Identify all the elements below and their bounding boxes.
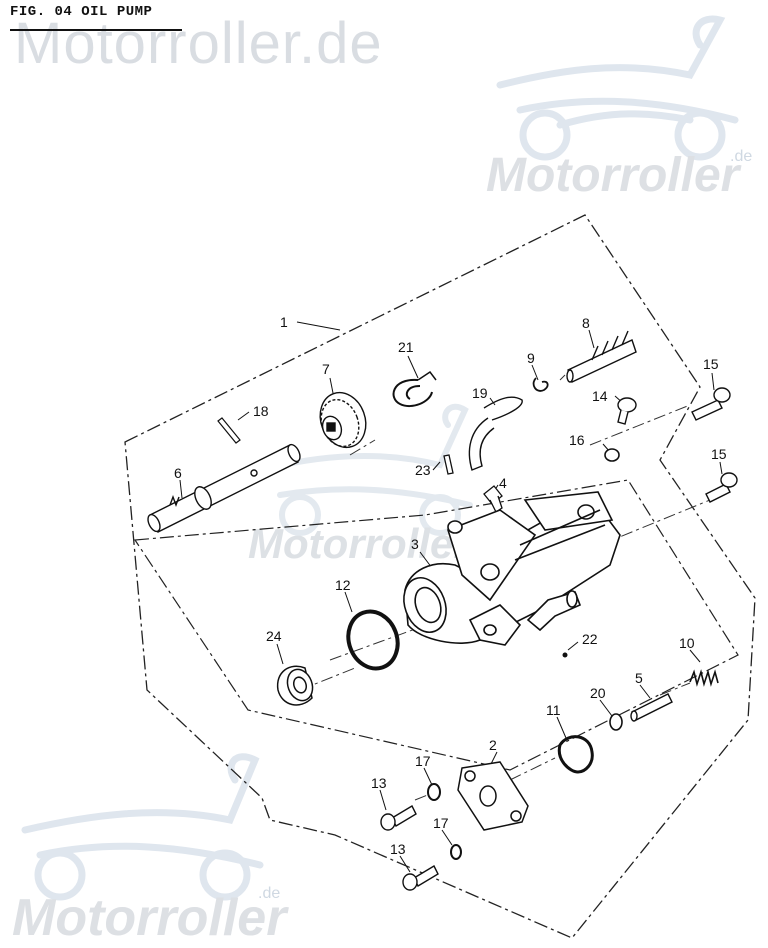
callout-22: 22: [582, 631, 598, 647]
leader-12: [344, 591, 353, 613]
callout-3: 3: [411, 536, 419, 552]
callout-1: 1: [280, 314, 288, 330]
leader-23: [432, 461, 441, 471]
callout-13-lower: 13: [390, 841, 406, 857]
part-clip: [532, 377, 549, 392]
part-bolt-lower: [705, 472, 738, 503]
figure-title: FIG. 04 OIL PUMP: [10, 4, 153, 20]
part-bolt-upper: [691, 387, 731, 421]
leader-20: [599, 699, 613, 717]
part-ball: [562, 652, 568, 658]
assembly-outline-outer: [124, 214, 756, 939]
callout-6: 6: [174, 465, 182, 481]
leader-13b: [399, 855, 411, 873]
axis-bolt-lower: [599, 499, 711, 546]
part-worm-shaft: [566, 330, 637, 383]
part-lock-washer-upper: [427, 783, 441, 801]
leader-22: [567, 641, 579, 651]
part-dowel-pin: [443, 454, 454, 475]
part-pin: [217, 417, 241, 444]
part-screw-upper: [380, 805, 417, 831]
callout-18: 18: [253, 403, 269, 419]
watermark-de-right: .de: [730, 148, 753, 165]
part-hose: [468, 396, 523, 471]
callout-21: 21: [398, 339, 414, 355]
callout-13-upper: 13: [371, 775, 387, 791]
part-cover-gasket: [557, 735, 594, 774]
callout-19: 19: [472, 385, 488, 401]
part-o-ring: [346, 609, 400, 671]
part-plunger: [630, 693, 673, 722]
assembly-outline-inner: [133, 479, 739, 771]
leader-5: [639, 684, 651, 699]
leader-17a: [423, 767, 433, 786]
leader-19: [489, 397, 496, 406]
part-circlip-tab: [417, 370, 437, 381]
part-screw-lower: [402, 865, 439, 891]
callout-15-upper: 15: [703, 356, 719, 372]
figure-title-underline: [10, 29, 182, 31]
watermark-scooter-bottom-left: [21, 753, 264, 901]
leader-21: [407, 355, 419, 379]
callout-7: 7: [322, 361, 330, 377]
callout-8: 8: [582, 315, 590, 331]
callout-labels: 1 2 3 4 5 6 7 8 9 10 11 12 13 13 14 15 1…: [174, 314, 727, 857]
part-cover-plate: [457, 761, 529, 831]
callout-9: 9: [527, 350, 535, 366]
part-bleed-screw: [617, 397, 637, 425]
callout-5: 5: [635, 670, 643, 686]
leader-11: [556, 716, 567, 739]
watermark-scooter-middle: [257, 403, 473, 536]
callout-14: 14: [592, 388, 608, 404]
callout-4: 4: [499, 475, 507, 491]
watermark-de-bottom: .de: [258, 885, 281, 902]
axis-gear: [349, 439, 376, 456]
leader-24: [276, 643, 284, 665]
axis-spring: [659, 682, 691, 696]
part-nipple: [483, 485, 503, 513]
callout-24: 24: [266, 628, 282, 644]
leader-8: [588, 329, 595, 349]
callout-15-lower: 15: [711, 446, 727, 462]
leader-13a: [379, 789, 387, 811]
axis-worm: [559, 374, 566, 381]
leader-10: [689, 649, 701, 663]
part-washer-small: [604, 448, 620, 462]
callout-12: 12: [335, 577, 351, 593]
callout-23: 23: [415, 462, 431, 478]
part-washer-20: [609, 713, 623, 731]
leader-9: [531, 364, 539, 381]
leader-15b: [719, 461, 723, 475]
part-pump-body: [403, 491, 621, 646]
leader-17b: [441, 829, 453, 846]
leader-1: [296, 321, 341, 331]
callout-10: 10: [679, 635, 695, 651]
axis-bolt-upper: [589, 404, 691, 446]
callout-11: 11: [546, 702, 561, 718]
callout-2: 2: [489, 737, 497, 753]
callout-17-upper: 17: [415, 753, 431, 769]
part-gear: [319, 391, 367, 449]
watermark-scooter-top-right: [496, 15, 739, 161]
callout-20: 20: [590, 685, 606, 701]
leader-6: [179, 479, 183, 499]
callout-16: 16: [569, 432, 585, 448]
part-spring: [689, 669, 719, 687]
axis-cover: [509, 757, 556, 781]
part-drive-shaft: [147, 443, 301, 533]
callout-17-lower: 17: [433, 815, 449, 831]
part-circlip: [392, 378, 433, 408]
part-bearing: [276, 665, 314, 706]
axis-screw-upper: [414, 793, 431, 801]
part-lock-washer-lower: [450, 844, 462, 860]
leader-18: [237, 411, 250, 421]
leader-15a: [711, 372, 715, 391]
